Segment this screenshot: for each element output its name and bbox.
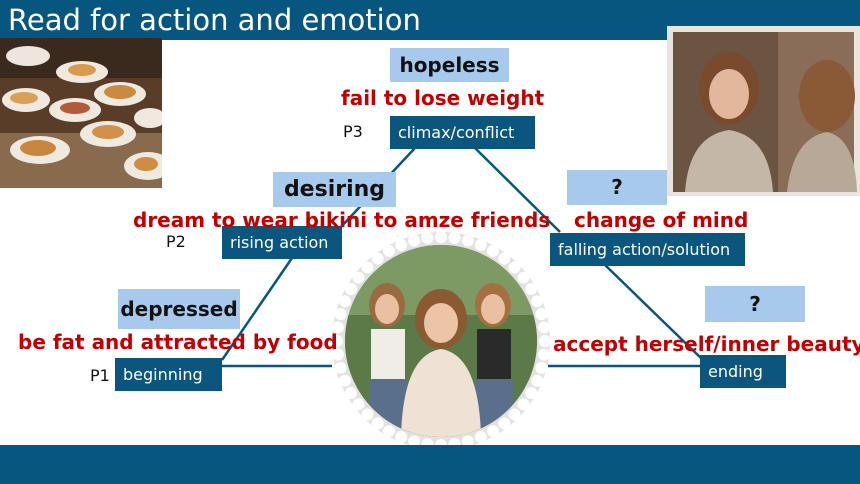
- frame-scallop: [334, 308, 347, 321]
- frame-scallop: [531, 374, 544, 387]
- emotion-falling-unknown: ?: [567, 170, 667, 205]
- stage-falling-box: falling action/solution: [550, 233, 745, 266]
- frame-scallop: [498, 417, 511, 430]
- frame-scallop: [361, 408, 374, 421]
- emotion-hopeless: hopeless: [390, 48, 509, 82]
- p3-label: P3: [343, 122, 363, 141]
- frame-scallop: [461, 435, 474, 448]
- stage-rising-label: rising action: [230, 233, 329, 252]
- frame-scallop: [352, 398, 365, 411]
- stage-rising-box: rising action: [222, 226, 342, 259]
- frame-scallop: [334, 361, 347, 374]
- frame-scallop: [332, 321, 344, 334]
- frame-scallop: [538, 348, 550, 361]
- frame-scallop: [539, 335, 550, 347]
- emotion-desiring: desiring: [273, 172, 396, 207]
- frame-scallop: [344, 387, 357, 399]
- frame-scallop: [498, 252, 511, 265]
- stage-falling-label: falling action/solution: [558, 240, 731, 259]
- frame-scallop: [525, 283, 538, 295]
- three-girls-photo: [345, 245, 537, 437]
- stage-climax-box: climax/conflict: [390, 116, 535, 149]
- frame-scallop: [421, 232, 434, 244]
- frame-scallop: [508, 408, 521, 421]
- frame-scallop: [332, 348, 344, 361]
- emotion-ending-unknown: ?: [705, 286, 805, 322]
- frame-scallop: [525, 387, 538, 399]
- frame-scallop: [361, 261, 374, 274]
- stage-beginning-label: beginning: [123, 365, 203, 384]
- stage-beginning-box: beginning: [115, 358, 222, 391]
- footer-bar: [0, 445, 860, 484]
- frame-scallop: [487, 244, 499, 257]
- frame-scallop: [508, 261, 521, 274]
- stage-climax-label: climax/conflict: [398, 123, 515, 142]
- frame-scallop: [383, 244, 395, 257]
- action-dream-bikini: dream to wear bikini to amze friends: [133, 208, 551, 232]
- action-be-fat: be fat and attracted by food: [18, 330, 338, 354]
- frame-scallop: [435, 232, 447, 243]
- frame-scallop: [395, 431, 408, 444]
- frame-scallop: [461, 234, 474, 247]
- breakfast-pastries-photo: [0, 38, 162, 188]
- frame-scallop: [474, 238, 487, 251]
- action-change-of-mind: change of mind: [574, 208, 749, 232]
- action-accept-herself: accept herself/inner beauty: [553, 332, 860, 356]
- action-fail-to-lose-weight: fail to lose weight: [341, 86, 545, 110]
- stage-ending-label: ending: [708, 362, 763, 381]
- frame-scallop: [531, 295, 544, 308]
- frame-scallop: [517, 398, 530, 411]
- frame-scallop: [395, 238, 408, 251]
- emotion-depressed: depressed: [118, 289, 240, 329]
- frame-scallop: [535, 361, 548, 374]
- frame-scallop: [338, 295, 351, 308]
- frame-scallop: [448, 232, 461, 244]
- frame-scallop: [517, 271, 530, 284]
- frame-scallop: [535, 308, 548, 321]
- frame-scallop: [344, 283, 357, 295]
- frame-scallop: [371, 417, 384, 430]
- frame-scallop: [487, 425, 499, 438]
- frame-scallop: [408, 435, 421, 448]
- girl-in-mirror-photo: [667, 26, 860, 196]
- stage-ending-box: ending: [700, 355, 786, 388]
- frame-scallop: [338, 374, 351, 387]
- frame-scallop: [332, 335, 343, 347]
- frame-scallop: [538, 321, 550, 334]
- frame-scallop: [383, 425, 395, 438]
- p1-label: P1: [90, 366, 110, 385]
- frame-scallop: [371, 252, 384, 265]
- frame-scallop: [474, 431, 487, 444]
- p2-label: P2: [166, 232, 186, 251]
- frame-scallop: [408, 234, 421, 247]
- frame-scallop: [352, 271, 365, 284]
- slide-title: Read for action and emotion: [8, 3, 421, 37]
